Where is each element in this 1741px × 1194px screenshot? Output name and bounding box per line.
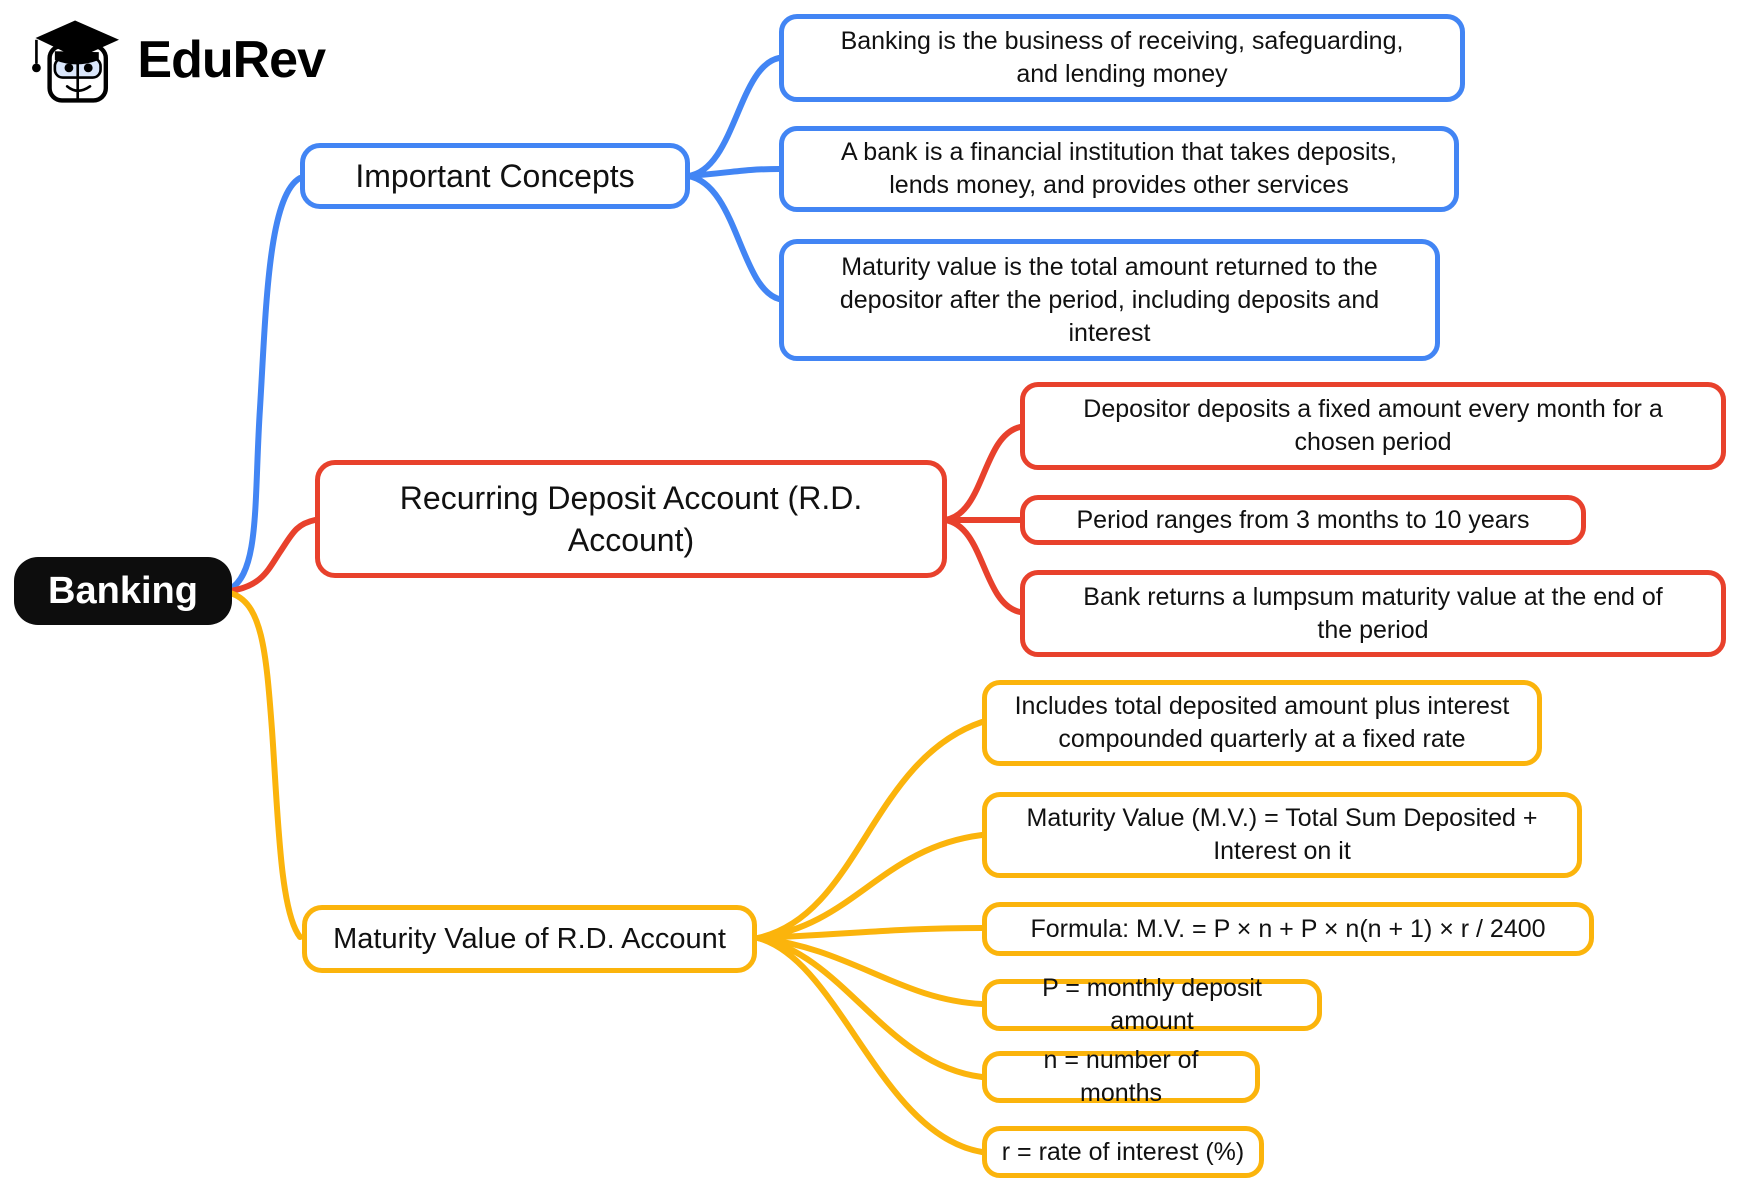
fan-line-red-1 [942, 424, 1023, 523]
branch-node-maturity-value: Maturity Value of R.D. Account [302, 905, 757, 973]
fan-line-yellow-4 [755, 935, 985, 1007]
fan-line-yellow-3 [755, 925, 985, 941]
leaf-node-p-definition: P = monthly deposit amount [982, 974, 1322, 1035]
edurev-mascot-icon [32, 20, 119, 103]
leaf-node-mv-equation: Maturity Value (M.V.) = Total Sum Deposi… [982, 792, 1582, 878]
leaf-node-n-definition: n = number of months [982, 1046, 1260, 1107]
fan-line-blue-3 [685, 173, 782, 302]
branch-node-recurring-deposit-account: Recurring Deposit Account (R.D. Account) [315, 460, 947, 578]
leaf-node-lumpsum-return: Bank returns a lumpsum maturity value at… [1020, 570, 1726, 657]
leaf-node-maturity-value-definition: Maturity value is the total amount retur… [779, 239, 1440, 361]
trunk-line-yellow [227, 590, 303, 940]
leaf-node-period-range: Period ranges from 3 months to 10 years [1020, 495, 1586, 545]
fan-line-yellow-1 [755, 719, 985, 941]
trunk-line-blue [227, 175, 303, 592]
edurev-brand-text: EduRev [137, 31, 326, 89]
leaf-node-includes-interest: Includes total deposited amount plus int… [982, 680, 1542, 766]
leaf-node-bank-definition: A bank is a financial institution that t… [779, 126, 1459, 212]
fan-line-yellow-6 [755, 935, 985, 1155]
leaf-node-fixed-monthly-deposit: Depositor deposits a fixed amount every … [1020, 382, 1726, 470]
leaf-node-r-definition: r = rate of interest (%) [982, 1126, 1264, 1178]
branch-node-important-concepts: Important Concepts [300, 143, 690, 209]
leaf-node-banking-definition: Banking is the business of receiving, sa… [779, 14, 1465, 102]
fan-line-red-3 [942, 517, 1023, 615]
fan-line-yellow-2 [755, 832, 985, 941]
fan-line-blue-1 [685, 55, 782, 179]
edurev-logo: EduRev [25, 8, 326, 112]
fan-line-yellow-5 [755, 935, 985, 1080]
root-node-banking: Banking [14, 557, 232, 625]
leaf-node-mv-formula: Formula: M.V. = P × n + P × n(n + 1) × r… [982, 902, 1594, 956]
trunk-line-red [227, 517, 318, 594]
fan-line-blue-2 [685, 166, 782, 179]
